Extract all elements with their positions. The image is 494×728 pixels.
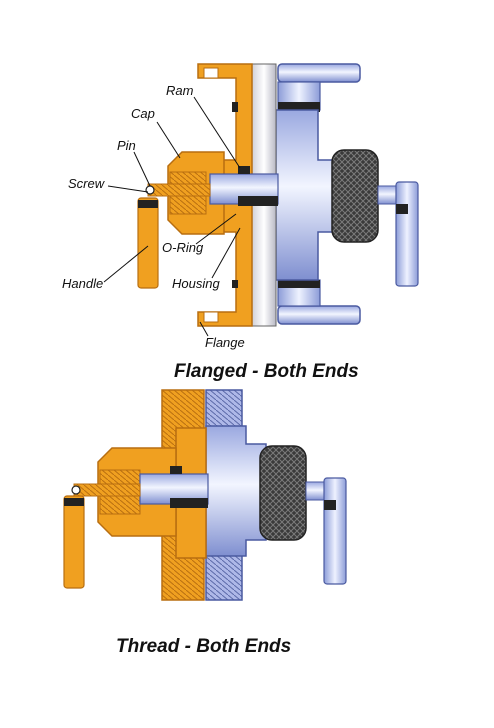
- caption-flanged: Flanged - Both Ends: [174, 361, 359, 382]
- knob-handle-bar-threaded: [323, 477, 347, 585]
- housing-seal-bottom: [232, 280, 238, 288]
- blue-body: [275, 109, 339, 281]
- seal-band-bottom: [278, 280, 320, 288]
- flange-bolt-bottom: [203, 311, 219, 323]
- knob-handle-bar: [395, 181, 419, 287]
- threaded-valve-drawing: [63, 389, 347, 601]
- ram-seal-top-threaded: [170, 466, 182, 474]
- label-cap: Cap: [131, 106, 155, 121]
- screw-stem-threaded: [73, 483, 141, 497]
- blue-body-threaded: [205, 425, 267, 557]
- housing-seal-top: [232, 102, 238, 112]
- right-flange-bottom: [277, 305, 361, 325]
- flange-bolt-top: [203, 67, 219, 79]
- seal-band-top: [278, 102, 320, 112]
- knurled-knob-threaded: [259, 445, 307, 541]
- right-flange-top: [277, 63, 361, 83]
- ram-seal-threaded: [170, 498, 208, 508]
- knob-handle-clamp-threaded: [324, 500, 336, 510]
- pin: [145, 185, 155, 195]
- handle-threaded: [63, 495, 85, 589]
- caption-threaded: Thread - Both Ends: [116, 636, 292, 657]
- label-o-ring: O-Ring: [162, 240, 204, 255]
- flanged-valve-drawing: [103, 63, 419, 337]
- label-housing: Housing: [172, 276, 220, 291]
- pin-threaded: [71, 485, 81, 495]
- leader-lines: [103, 96, 241, 337]
- knob-handle-clamp: [396, 204, 408, 214]
- label-flange: Flange: [205, 335, 245, 350]
- handle-band-threaded: [64, 498, 84, 506]
- ram-seal-top: [238, 166, 250, 174]
- label-pin: Pin: [117, 138, 136, 153]
- label-handle: Handle: [62, 276, 104, 291]
- ram-seal: [238, 196, 278, 206]
- handle: [137, 197, 159, 289]
- handle-band: [138, 200, 158, 208]
- screw-stem: [147, 183, 211, 197]
- label-screw: Screw: [68, 176, 105, 191]
- knurled-knob: [331, 149, 379, 243]
- label-ram: Ram: [166, 83, 194, 98]
